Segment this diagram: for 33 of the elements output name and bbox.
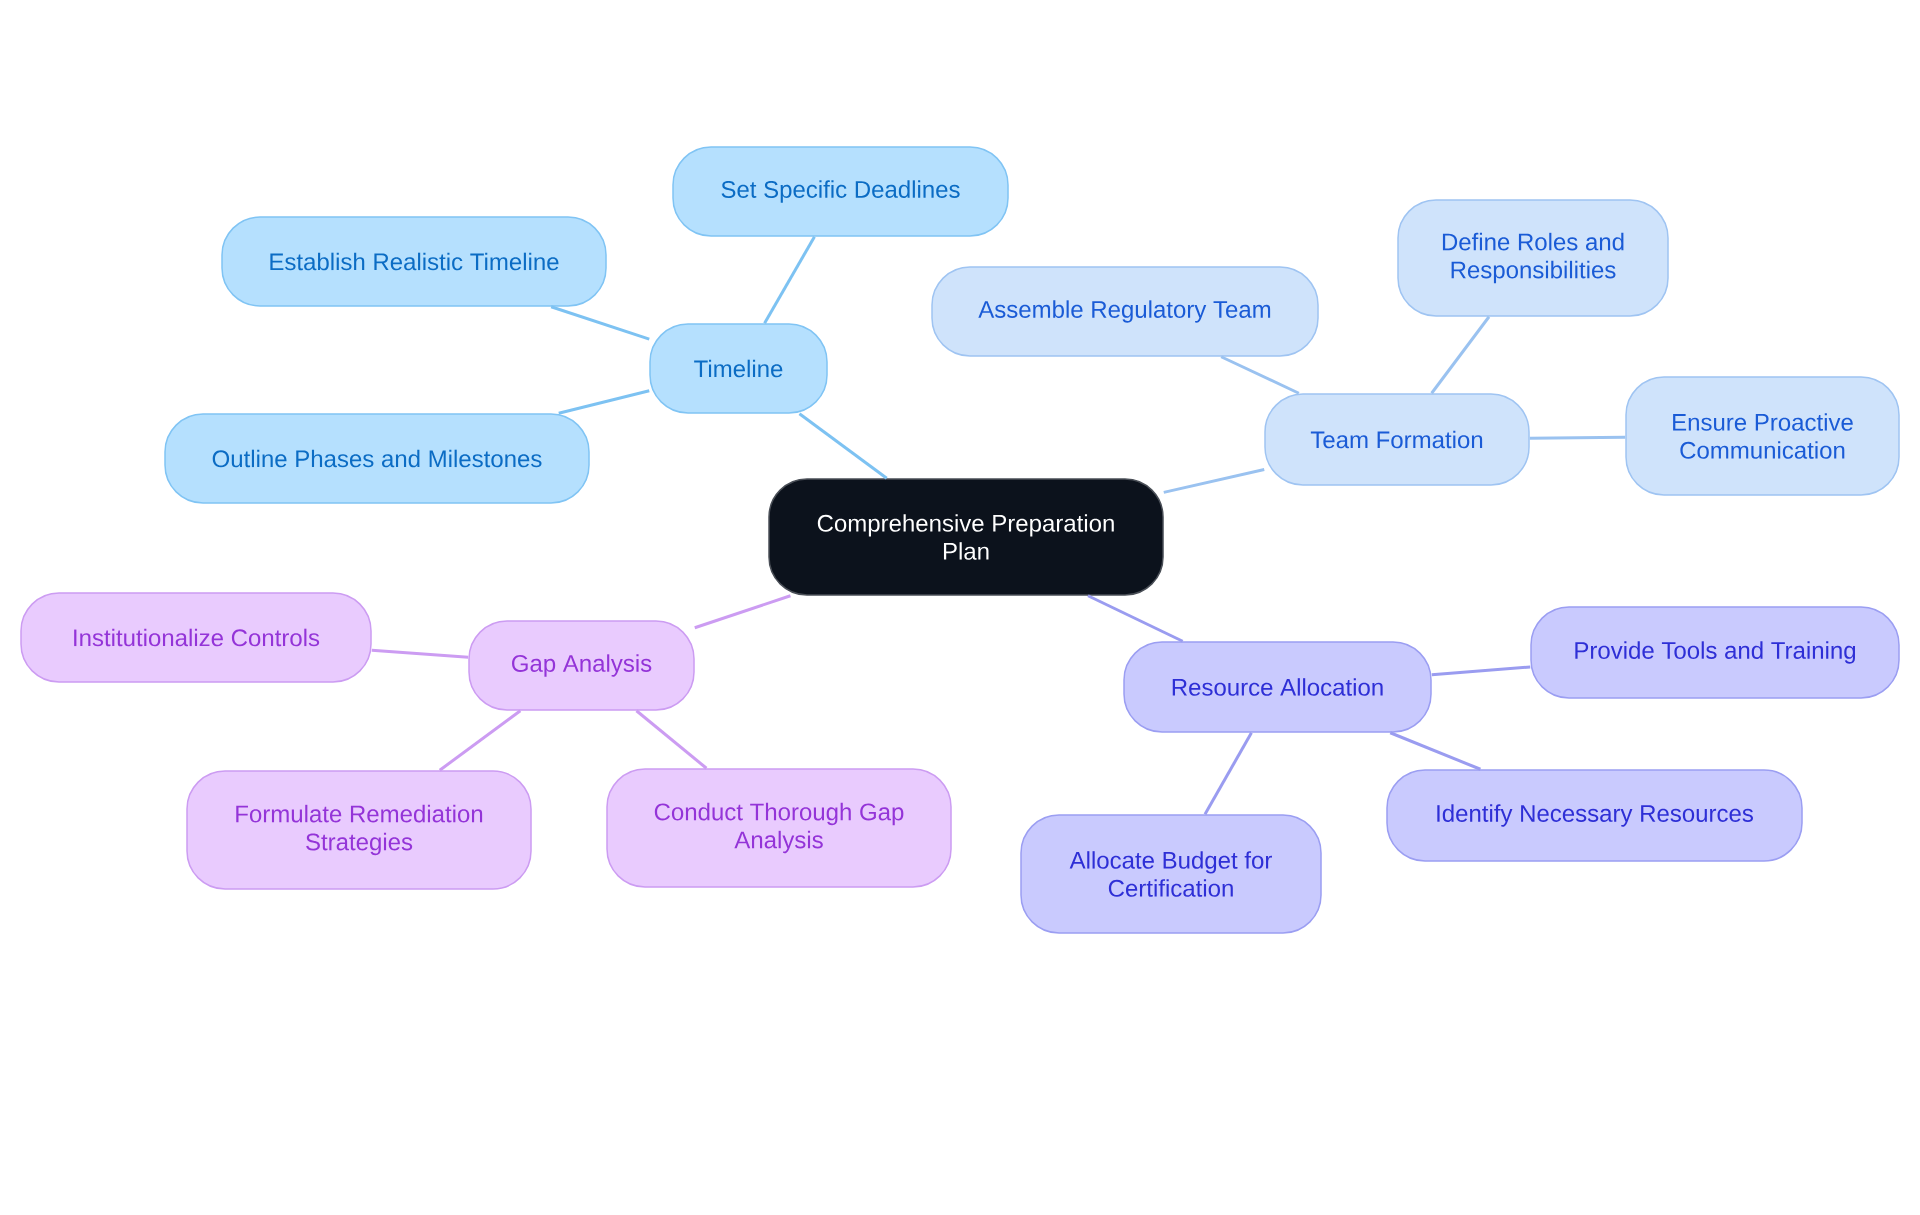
subtopic-box: Provide Tools and Training (1530, 606, 1900, 699)
connector-line (1529, 435, 1626, 440)
topic-box: Resource Allocation (1123, 641, 1432, 733)
connector-line (798, 412, 888, 480)
subtopic-box: Identify Necessary Resources (1386, 769, 1803, 862)
connector-line (1220, 355, 1300, 395)
central-topic-box: Comprehensive Preparation Plan (768, 478, 1164, 596)
connector-line (371, 648, 469, 659)
subtopic-box: Assemble Regulatory Team (931, 266, 1319, 357)
subtopic-box: Define Roles and Responsibilities (1397, 199, 1669, 317)
subtopic-box: Allocate Budget for Certification (1020, 814, 1322, 934)
connector-line (550, 305, 650, 341)
subtopic-box: Institutionalize Controls (20, 592, 372, 683)
topic-box: Timeline (649, 323, 828, 414)
subtopic-box: Formulate Remediation Strategies (186, 770, 532, 890)
connector-line (1430, 315, 1491, 395)
subtopic-box: Conduct Thorough Gap Analysis (606, 768, 952, 888)
connector-line (1389, 731, 1481, 771)
subtopic-box: Outline Phases and Milestones (164, 413, 590, 504)
connector-line (635, 709, 708, 770)
connector-line (694, 594, 791, 630)
connector-line (1431, 665, 1531, 677)
topic-box: Team Formation (1264, 393, 1530, 486)
connector-line (763, 236, 816, 324)
connector-line (558, 389, 650, 415)
connector-line (438, 709, 522, 772)
connector-line (1203, 732, 1253, 815)
connector-line (1163, 468, 1265, 494)
topic-box: Gap Analysis (468, 620, 695, 711)
subtopic-box: Ensure Proactive Communication (1625, 376, 1900, 496)
connector-line (1087, 594, 1184, 643)
subtopic-box: Establish Realistic Timeline (221, 216, 607, 307)
subtopic-box: Set Specific Deadlines (672, 146, 1009, 237)
